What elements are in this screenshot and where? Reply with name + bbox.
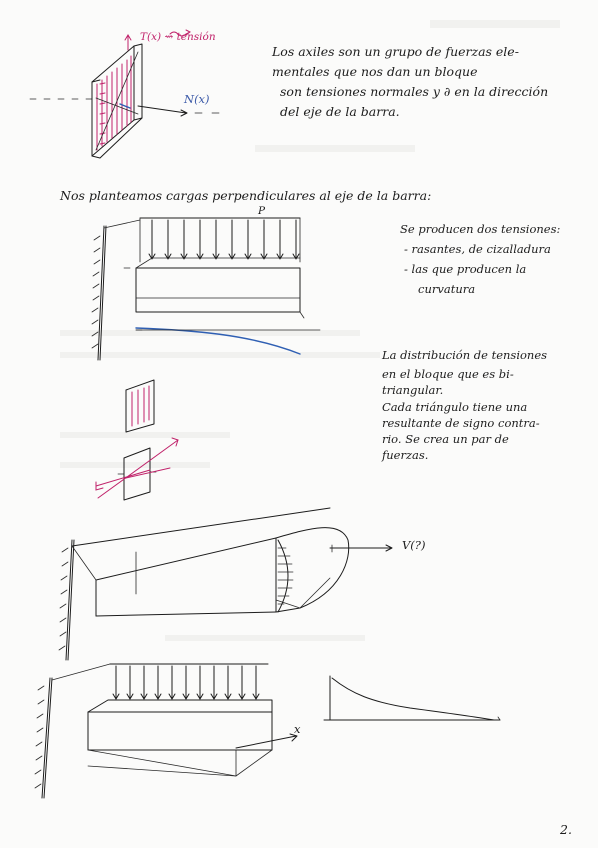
beam-edge [135,257,301,299]
element-resultant-arrowhead [95,437,179,491]
figure-loaded-beam [91,217,321,361]
load-arrowheads [112,693,260,700]
element-box-lower [123,447,151,501]
beam-top-face [87,699,273,713]
label-tension-shear: T(x) ⇝ tensión [140,31,216,43]
normal-force-tick [119,103,131,109]
block-outline [91,43,143,121]
label-normal-force: N(x) [184,92,210,106]
bleed-through-mark [60,462,210,468]
bleed-through-mark [60,432,230,438]
wall-support [97,225,107,361]
beam-top-inner [95,537,277,581]
label-x-axis: x [294,722,301,736]
list-item: - las que producen la [404,262,527,276]
block-diagonal [95,51,139,151]
paragraph-line: mentales que nos dan un bloque [272,64,478,79]
end-section [275,527,350,613]
beam-bottom-edge [95,611,277,617]
stress-profile-ticks [277,547,294,605]
paragraph-line: Los axiles son un grupo de fuerzas ele- [272,44,519,59]
element-resultant-arrows [95,439,179,499]
label-v-axis: V(?) [402,538,426,552]
bleed-through-mark [60,352,380,358]
wall-hatching [58,547,69,651]
wall-to-load-line [51,663,111,681]
wall-support [41,677,53,799]
x-axis-arrow [235,733,298,749]
beam-top-edge [71,507,331,547]
list-item: - rasantes, de cizalladura [404,242,551,256]
paragraph-line: resultante de signo contra- [382,416,540,430]
wall-to-beam-line [103,219,141,229]
paragraph-line: fuerzas. [382,448,429,462]
page-number: 2. [560,822,572,837]
shear-arrow [124,34,132,51]
element-hatching-upper [131,385,150,427]
load-arrows [115,665,257,699]
tension-squiggle-arrow [169,29,191,37]
beam-depth-line [71,545,137,595]
bleed-through-mark [255,145,415,152]
load-arrows [151,219,297,259]
wall-hatching [91,235,101,349]
v-axis-arrow [329,544,393,552]
block-outline [91,45,135,157]
heading-cargas: Nos planteamos cargas perpendiculares al… [60,188,432,203]
beam-dashed-edge [123,267,305,331]
stress-hatching [99,82,106,145]
beam-outline [87,711,273,751]
diagram-curve [331,677,495,721]
figure-bending-perspective [58,507,393,661]
figure-stress-elements [95,379,179,501]
beam-dashed-bottom [87,749,237,777]
end-section-diagonal [275,577,331,609]
paragraph-line: del eje de la barra. [280,104,400,119]
bleed-through-mark [430,20,560,28]
list-intro: Se producen dos tensiones: [400,222,561,236]
stress-profile [277,539,289,613]
beam-outline [135,267,301,313]
paragraph-line: en el bloque que es bi- [382,367,514,381]
normal-force-arrow [137,105,188,117]
block-outline [91,117,143,159]
paragraph-line: rio. Se crea un par de [382,432,509,446]
label-load-p: P [258,205,266,217]
bleed-through-mark [165,635,365,641]
wall-hatching [34,685,45,789]
figure-beam-with-diagram [34,663,501,799]
paragraph-line: son tensiones normales y ∂ en la direcci… [280,84,549,99]
load-arrow-guides [139,217,301,263]
wall-support [65,539,75,661]
element-box-upper [125,379,155,433]
list-item: curvatura [418,282,476,296]
paragraph-line: Cada triángulo tiene una [382,400,528,414]
paragraph-line: triangular. [382,383,444,397]
beam-bottom-face [87,749,273,777]
deflection-curve [135,327,301,355]
paragraph-line: La distribución de tensiones [382,348,548,362]
diagram-baseline-tick [497,716,501,721]
load-arrowheads [148,253,300,260]
figure-axial-block [29,29,220,159]
